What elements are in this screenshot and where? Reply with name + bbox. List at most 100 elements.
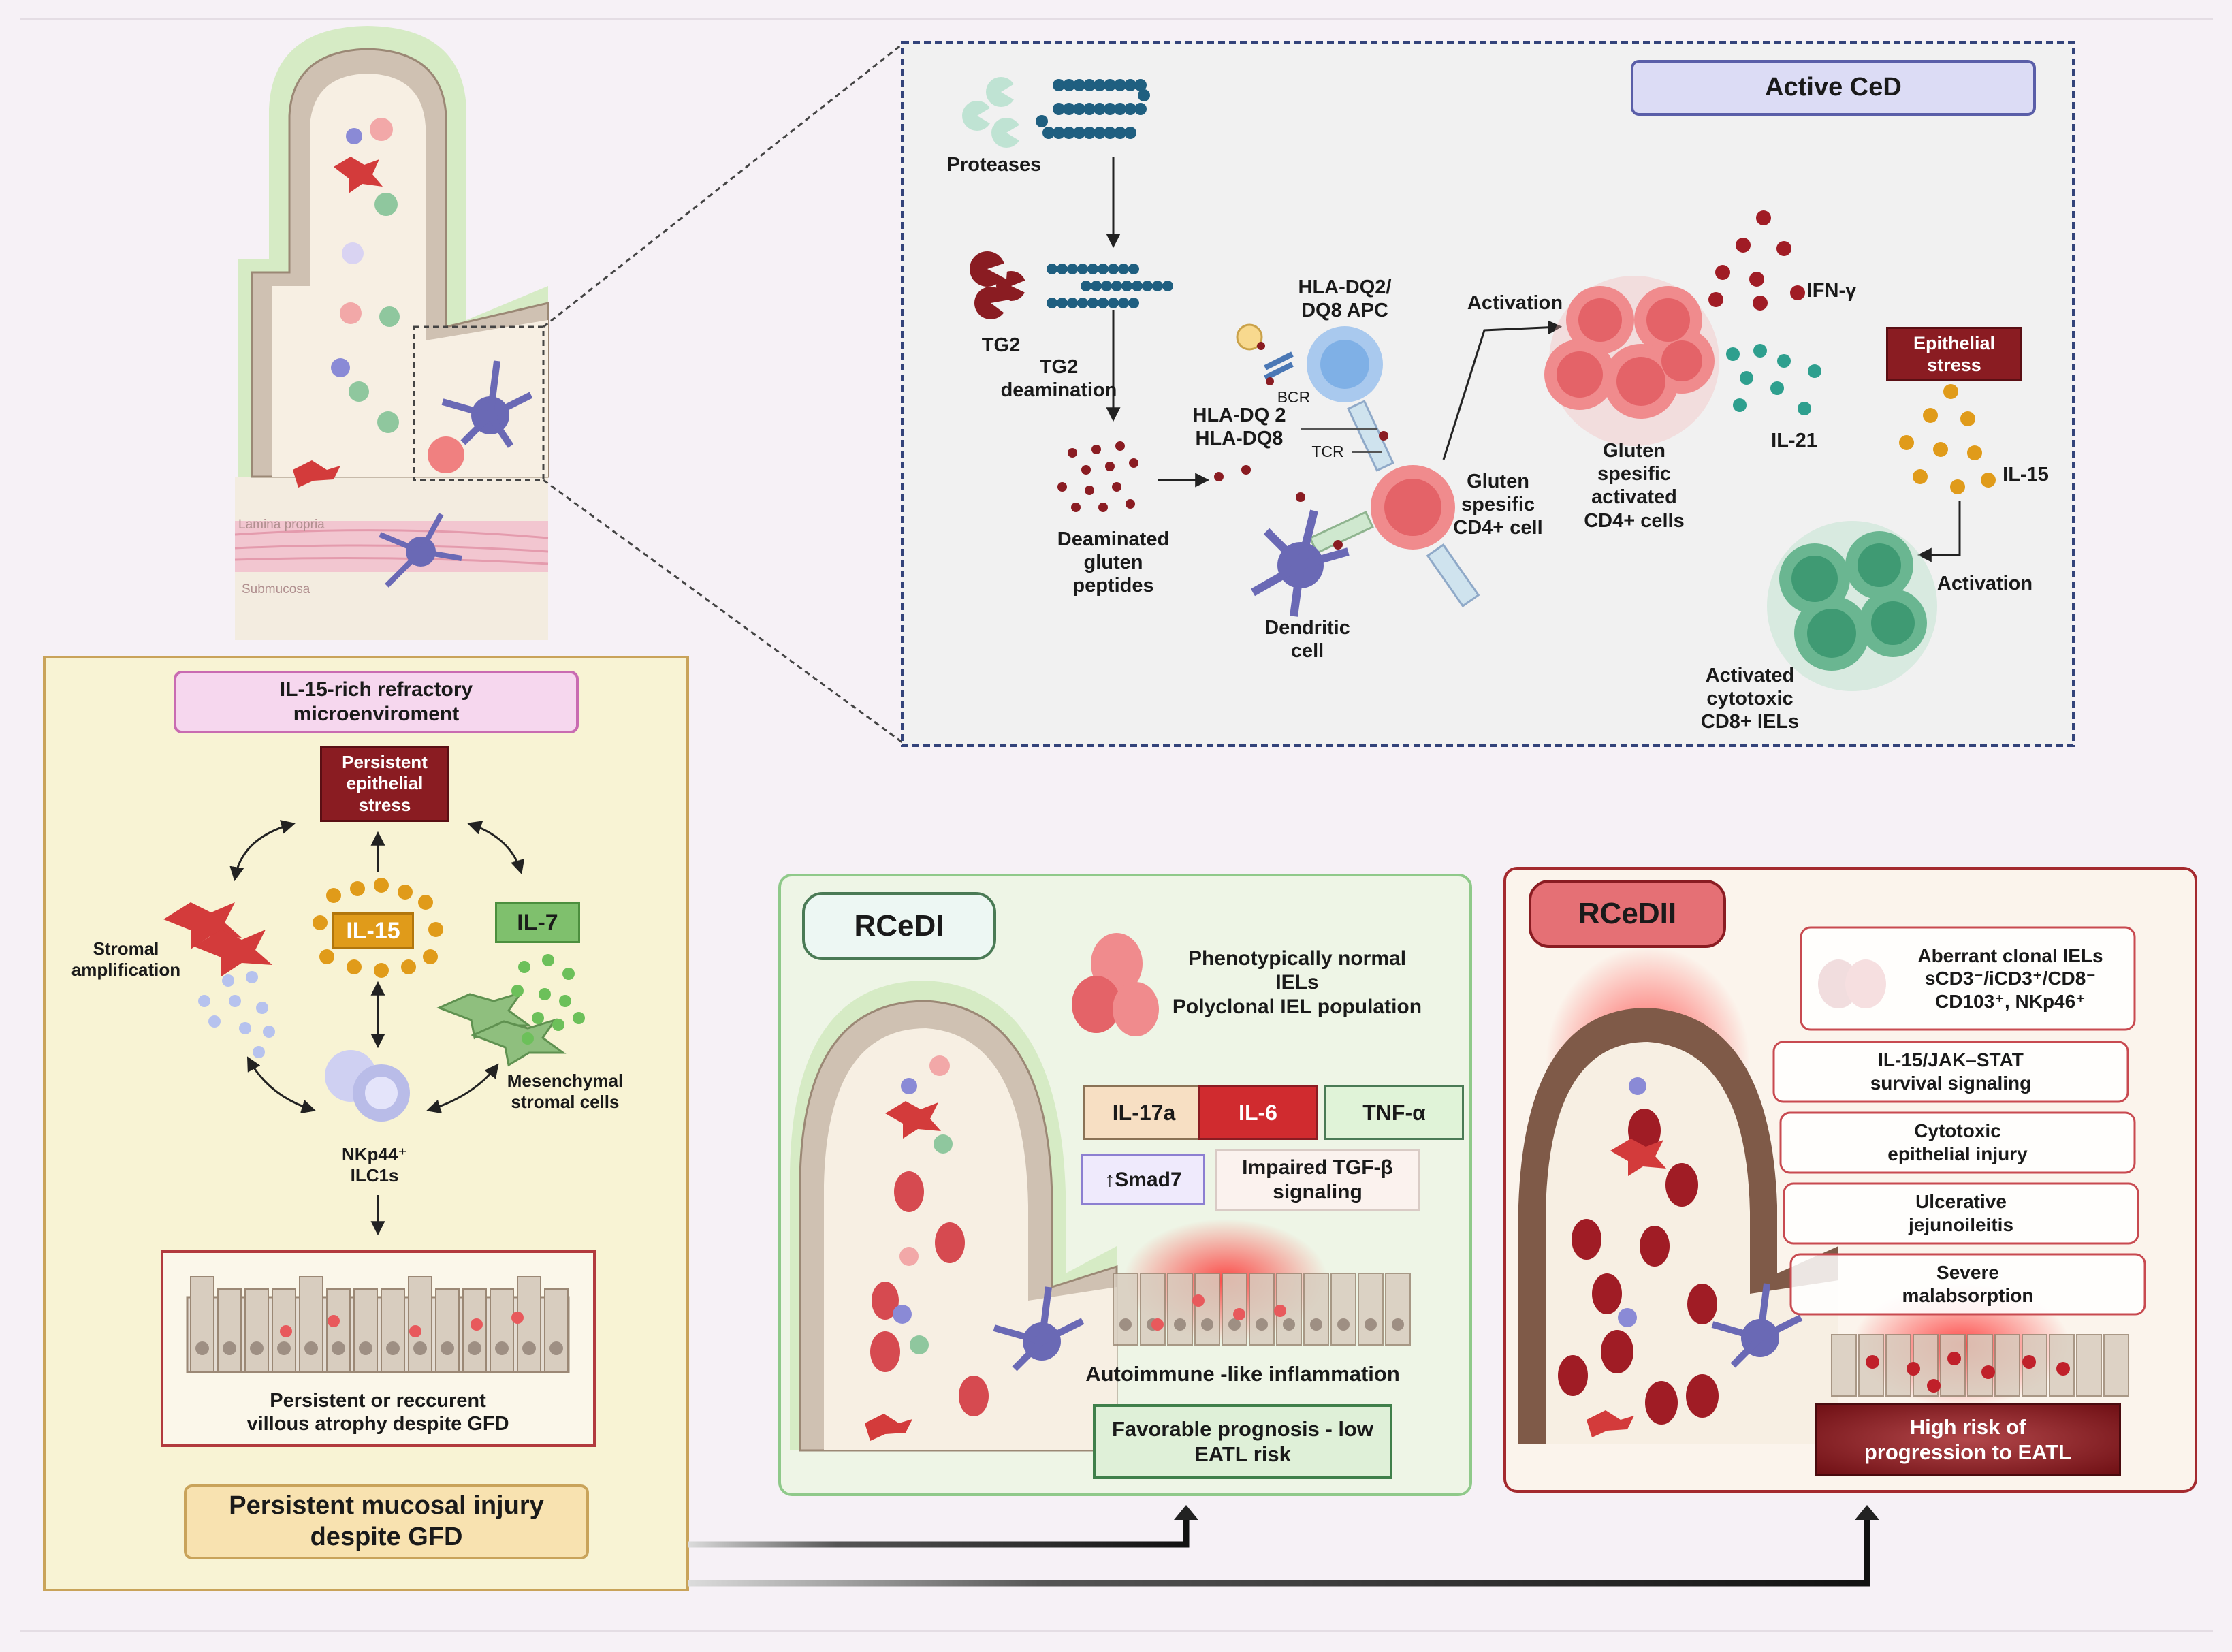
submucosa-dendritic-processes: [379, 513, 462, 588]
enterocyte-nucleus: [1283, 1318, 1295, 1331]
peptide-bead: [1081, 281, 1091, 291]
villus-cell: [428, 436, 464, 473]
iel: [328, 1315, 340, 1327]
tcr-hla-synapse: [1301, 400, 1480, 607]
ifn-gamma-dot: [1715, 265, 1730, 280]
peptide-bead: [1057, 264, 1068, 274]
il7-dot: [573, 1012, 585, 1024]
enterocyte: [1140, 1273, 1166, 1346]
gluten-bead: [1083, 127, 1096, 139]
deaminated-peptide: [1098, 503, 1108, 512]
zoom-connector-bottom: [543, 479, 903, 744]
enterocyte: [299, 1276, 323, 1373]
gluten-bead: [1053, 127, 1065, 139]
enterocyte: [1940, 1334, 1966, 1397]
il17a-box: IL-17a: [1083, 1085, 1205, 1140]
arrow-cd8-activation: [1917, 501, 1961, 562]
il21-dot: [1770, 381, 1784, 395]
il15-ring-dot: [401, 959, 416, 974]
zoom-connector-top: [543, 43, 903, 328]
il7-box: IL-7: [495, 902, 580, 943]
stromal-dot: [239, 1022, 251, 1034]
enterocyte-nucleus: [1365, 1318, 1377, 1331]
gluten-bead: [1063, 79, 1075, 91]
peptide-bead: [1077, 298, 1088, 308]
gluten-bead: [1042, 127, 1055, 139]
deaminated-peptides-label: Deaminated gluten peptides: [1057, 528, 1170, 597]
enterocyte: [244, 1288, 269, 1373]
gluten-bead: [1114, 127, 1126, 139]
enterocyte: [1385, 1273, 1411, 1346]
il7-dot: [562, 968, 575, 980]
peptide-bead: [1111, 281, 1122, 291]
enterocyte: [353, 1288, 378, 1373]
gluten-protein-chain: [1036, 79, 1150, 139]
iel: [1981, 1365, 1995, 1379]
iel: [471, 1318, 483, 1331]
iel: [1192, 1294, 1205, 1307]
deaminated-peptide: [1057, 482, 1067, 492]
flow-arrow-to-rcedi: [688, 1512, 1190, 1548]
enterocyte-nucleus: [413, 1341, 427, 1355]
deaminated-peptide: [1091, 445, 1101, 454]
tgf-beta-box: Impaired TGF-β signaling: [1215, 1149, 1420, 1211]
il15-ring-dot: [428, 922, 443, 937]
il15-dot-ring: [313, 878, 443, 978]
gluten-peptide-fragments: [1047, 264, 1173, 308]
peptide-bead: [1101, 281, 1112, 291]
peptide-bead: [1118, 298, 1129, 308]
iel: [1907, 1362, 1920, 1376]
enterocyte-nucleus: [1174, 1318, 1186, 1331]
gluten-cd4-cell: [1371, 465, 1455, 550]
villus-immune-cell: [331, 358, 350, 377]
deaminated-peptide: [1068, 448, 1077, 458]
ifn-gamma-dot: [1708, 292, 1723, 307]
il7-dot: [542, 954, 554, 966]
il15-ring-dot: [350, 881, 365, 896]
gluten-bead: [1124, 79, 1136, 91]
stromal-dot: [246, 971, 258, 983]
peptide-bead: [1087, 264, 1098, 274]
peptide-bead: [1118, 264, 1129, 274]
feature-box-outline: [1772, 1041, 2129, 1103]
villus-cell: [377, 411, 399, 433]
active-ced-title: Active CeD: [1631, 60, 2036, 116]
enterocyte-nucleus: [495, 1341, 509, 1355]
il15-dot: [1960, 411, 1975, 426]
gluten-bead: [1104, 127, 1116, 139]
deaminated-peptide: [1129, 458, 1138, 468]
gluten-bead: [1104, 103, 1116, 115]
il7-dot: [511, 985, 524, 997]
stromal-dot: [263, 1026, 275, 1038]
enterocyte-nucleus: [1392, 1318, 1404, 1331]
il15-dot: [1950, 479, 1965, 494]
deaminated-peptide: [1071, 503, 1081, 512]
gluten-bead: [1134, 79, 1147, 91]
peptide-bead: [1047, 264, 1057, 274]
enterocyte-nucleus: [441, 1341, 454, 1355]
dendritic-cell-label: Dendritic cell: [1264, 617, 1350, 663]
rcedi-villus-cells: [865, 1055, 1085, 1441]
bcr-label: BCR: [1277, 388, 1311, 406]
il15-ring-dot: [326, 888, 341, 903]
peptide-bead: [1121, 281, 1132, 291]
enterocyte: [1113, 1273, 1138, 1346]
villus-cell: [379, 306, 400, 327]
rcedii-feature-cytotoxic: Cytotoxic epithelial injury: [1887, 1120, 2028, 1164]
arrow-ilc1-mesenchymal: [426, 1063, 499, 1114]
feature-box-outline: [1779, 1111, 2136, 1174]
il7-dot: [539, 988, 551, 1000]
dendritic-cell: [1251, 509, 1350, 617]
peptide-bead: [1108, 298, 1119, 308]
enterocyte: [544, 1288, 569, 1373]
stromal-cells-icon: [163, 902, 272, 976]
arrow-stress-il7: [467, 821, 525, 875]
arrow-ilc1-stromal: [246, 1056, 317, 1114]
eatl-risk-box: High risk of progression to EATL: [1815, 1403, 2121, 1476]
iel: [2056, 1362, 2070, 1376]
il7-dot: [552, 1019, 564, 1031]
il21-dot: [1740, 371, 1753, 385]
enterocyte: [1330, 1273, 1356, 1346]
il7-dot: [518, 961, 530, 973]
enterocyte-nucleus: [277, 1341, 291, 1355]
